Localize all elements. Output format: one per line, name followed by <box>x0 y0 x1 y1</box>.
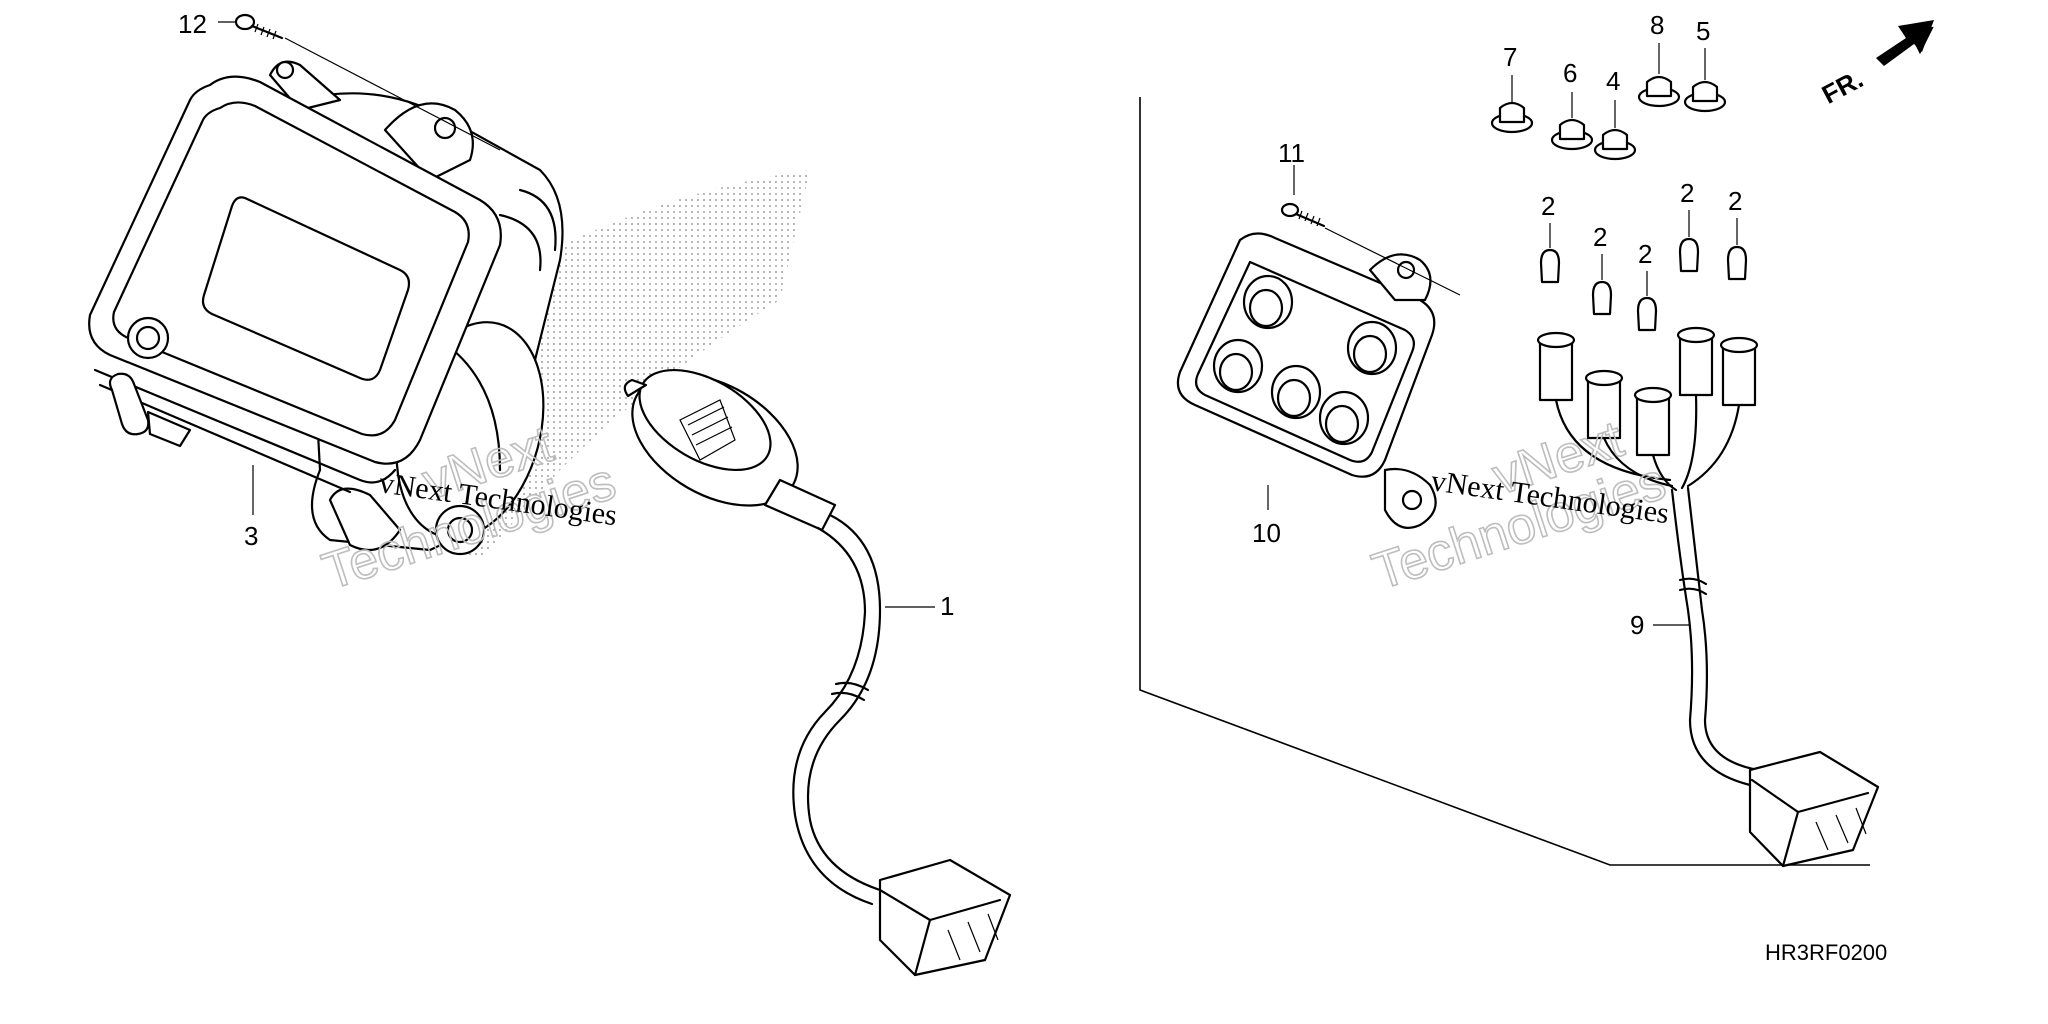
callout-6: 6 <box>1563 58 1577 88</box>
meter-harness-1 <box>623 368 1012 977</box>
drawing-code: HR3RF0200 <box>1765 940 1887 965</box>
callout-9: 9 <box>1630 610 1644 640</box>
callout-2-e: 2 <box>1728 186 1742 216</box>
socket-5 <box>1683 80 1727 113</box>
callout-2-a: 2 <box>1541 191 1555 221</box>
bulbs <box>1539 237 1748 332</box>
callout-11: 11 <box>1278 138 1305 168</box>
socket-4 <box>1593 128 1637 161</box>
indicator-panel-10 <box>1176 232 1437 529</box>
callout-5: 5 <box>1696 16 1710 46</box>
callout-3: 3 <box>244 521 258 551</box>
callout-4: 4 <box>1606 66 1620 96</box>
bulb-2-a <box>1539 248 1561 284</box>
sockets-row <box>1490 75 1727 161</box>
group-boundary <box>1139 97 1870 866</box>
callout-1: 1 <box>940 591 954 621</box>
callout-2-d: 2 <box>1680 178 1694 208</box>
callout-2-c: 2 <box>1638 239 1652 269</box>
bulb-2-d <box>1678 237 1700 273</box>
callout-10: 10 <box>1252 518 1281 548</box>
socket-7 <box>1490 101 1534 134</box>
socket-8 <box>1637 75 1681 108</box>
callout-2-b: 2 <box>1593 222 1607 252</box>
sub-harness-9 <box>1536 326 1880 868</box>
screw-12 <box>234 13 284 40</box>
callout-12: 12 <box>178 9 207 39</box>
meter-assembly <box>88 60 564 556</box>
bulb-2-c <box>1636 296 1658 332</box>
bulb-2-e <box>1726 245 1748 281</box>
front-marker-label: FR. <box>1817 64 1868 110</box>
callout-8: 8 <box>1650 10 1664 40</box>
bulb-2-b <box>1591 280 1613 316</box>
screw-11 <box>1280 202 1326 228</box>
socket-6 <box>1550 118 1594 151</box>
leader-lines <box>218 21 1738 626</box>
front-direction-arrow: FR. <box>1817 20 1934 110</box>
callout-7: 7 <box>1503 42 1517 72</box>
